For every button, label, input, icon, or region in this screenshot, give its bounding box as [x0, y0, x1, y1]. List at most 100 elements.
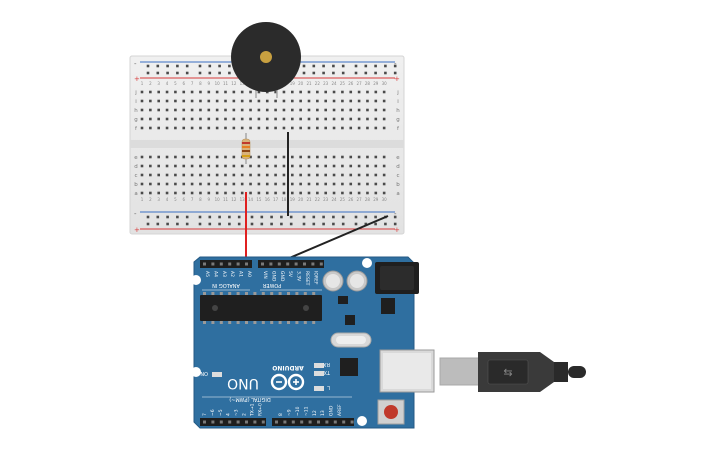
- breadboard-hole[interactable]: [199, 164, 202, 168]
- breadboard-hole[interactable]: [332, 173, 336, 177]
- breadboard-hole[interactable]: [291, 117, 294, 121]
- header-pin[interactable]: [269, 262, 273, 266]
- breadboard-hole[interactable]: [341, 90, 344, 94]
- breadboard-hole[interactable]: [224, 99, 227, 103]
- breadboard-hole[interactable]: [232, 99, 236, 103]
- breadboard-hole[interactable]: [257, 191, 261, 195]
- breadboard-hole[interactable]: [341, 117, 344, 121]
- breadboard-hole[interactable]: [249, 173, 252, 177]
- header-pin[interactable]: [203, 262, 206, 266]
- breadboard-hole[interactable]: [190, 99, 194, 103]
- header-pin[interactable]: [286, 262, 290, 266]
- breadboard-hole[interactable]: [165, 108, 169, 112]
- rail-hole[interactable]: [270, 215, 273, 219]
- breadboard-hole[interactable]: [215, 108, 219, 112]
- breadboard-hole[interactable]: [332, 182, 336, 186]
- breadboard-hole[interactable]: [199, 173, 202, 177]
- breadboard-hole[interactable]: [165, 182, 169, 186]
- breadboard-hole[interactable]: [249, 182, 252, 186]
- rail-hole[interactable]: [374, 222, 377, 226]
- breadboard-hole[interactable]: [316, 182, 319, 186]
- breadboard-hole[interactable]: [224, 173, 227, 177]
- digital-header-low[interactable]: [200, 418, 266, 426]
- rail-hole[interactable]: [176, 215, 179, 219]
- breadboard-hole[interactable]: [366, 108, 369, 112]
- breadboard-hole[interactable]: [274, 164, 277, 168]
- breadboard-hole[interactable]: [374, 164, 378, 168]
- breadboard-hole[interactable]: [157, 108, 160, 112]
- rail-hole[interactable]: [156, 222, 160, 226]
- header-pin[interactable]: [219, 262, 223, 266]
- breadboard-hole[interactable]: [215, 155, 219, 159]
- breadboard-hole[interactable]: [316, 108, 319, 112]
- breadboard-hole[interactable]: [382, 117, 386, 121]
- breadboard-hole[interactable]: [199, 155, 202, 159]
- breadboard-hole[interactable]: [149, 90, 152, 94]
- breadboard-hole[interactable]: [374, 126, 378, 130]
- breadboard-hole[interactable]: [291, 164, 294, 168]
- rail-hole[interactable]: [289, 222, 293, 226]
- breadboard-hole[interactable]: [366, 117, 369, 121]
- breadboard-hole[interactable]: [291, 155, 294, 159]
- breadboard-hole[interactable]: [332, 164, 336, 168]
- breadboard-hole[interactable]: [324, 99, 327, 103]
- breadboard-hole[interactable]: [316, 155, 319, 159]
- breadboard-hole[interactable]: [190, 173, 194, 177]
- header-pin[interactable]: [253, 420, 257, 424]
- rail-hole[interactable]: [354, 222, 358, 226]
- breadboard-hole[interactable]: [190, 117, 194, 121]
- breadboard-hole[interactable]: [157, 155, 160, 159]
- breadboard-hole[interactable]: [274, 117, 277, 121]
- breadboard-hole[interactable]: [240, 191, 244, 195]
- breadboard-hole[interactable]: [307, 117, 311, 121]
- breadboard-hole[interactable]: [190, 191, 194, 195]
- breadboard-hole[interactable]: [140, 99, 144, 103]
- breadboard-hole[interactable]: [324, 182, 327, 186]
- breadboard-hole[interactable]: [140, 182, 144, 186]
- breadboard-hole[interactable]: [199, 117, 202, 121]
- breadboard-hole[interactable]: [215, 117, 219, 121]
- breadboard-hole[interactable]: [257, 182, 261, 186]
- breadboard-hole[interactable]: [249, 191, 252, 195]
- breadboard-hole[interactable]: [282, 108, 286, 112]
- breadboard-hole[interactable]: [190, 90, 194, 94]
- breadboard-hole[interactable]: [199, 99, 202, 103]
- rail-hole[interactable]: [302, 71, 306, 75]
- breadboard-hole[interactable]: [332, 155, 336, 159]
- breadboard-hole[interactable]: [316, 173, 319, 177]
- breadboard-hole[interactable]: [157, 182, 160, 186]
- breadboard-hole[interactable]: [274, 90, 277, 94]
- breadboard-hole[interactable]: [140, 90, 144, 94]
- breadboard-hole[interactable]: [249, 99, 252, 103]
- header-pin[interactable]: [283, 420, 287, 424]
- header-pin[interactable]: [211, 262, 215, 266]
- rail-hole[interactable]: [332, 64, 335, 68]
- breadboard-hole[interactable]: [299, 99, 302, 103]
- breadboard-hole[interactable]: [140, 164, 144, 168]
- breadboard-hole[interactable]: [299, 164, 302, 168]
- breadboard-hole[interactable]: [382, 191, 386, 195]
- header-pin[interactable]: [277, 262, 281, 266]
- breadboard-hole[interactable]: [232, 191, 236, 195]
- breadboard-hole[interactable]: [332, 126, 336, 130]
- breadboard-hole[interactable]: [324, 117, 327, 121]
- breadboard-hole[interactable]: [307, 173, 311, 177]
- rail-hole[interactable]: [374, 71, 377, 75]
- rail-hole[interactable]: [146, 222, 150, 226]
- breadboard-hole[interactable]: [174, 173, 177, 177]
- rail-hole[interactable]: [237, 215, 241, 219]
- breadboard-hole[interactable]: [182, 173, 186, 177]
- rail-hole[interactable]: [156, 215, 160, 219]
- rail-hole[interactable]: [280, 222, 283, 226]
- header-pin[interactable]: [203, 420, 206, 424]
- breadboard-hole[interactable]: [232, 155, 236, 159]
- breadboard-hole[interactable]: [232, 164, 236, 168]
- breadboard-hole[interactable]: [316, 191, 319, 195]
- breadboard-hole[interactable]: [299, 173, 302, 177]
- rail-hole[interactable]: [322, 215, 325, 219]
- rail-hole[interactable]: [302, 64, 306, 68]
- breadboard-hole[interactable]: [299, 155, 302, 159]
- breadboard-hole[interactable]: [366, 191, 369, 195]
- rail-hole[interactable]: [341, 64, 345, 68]
